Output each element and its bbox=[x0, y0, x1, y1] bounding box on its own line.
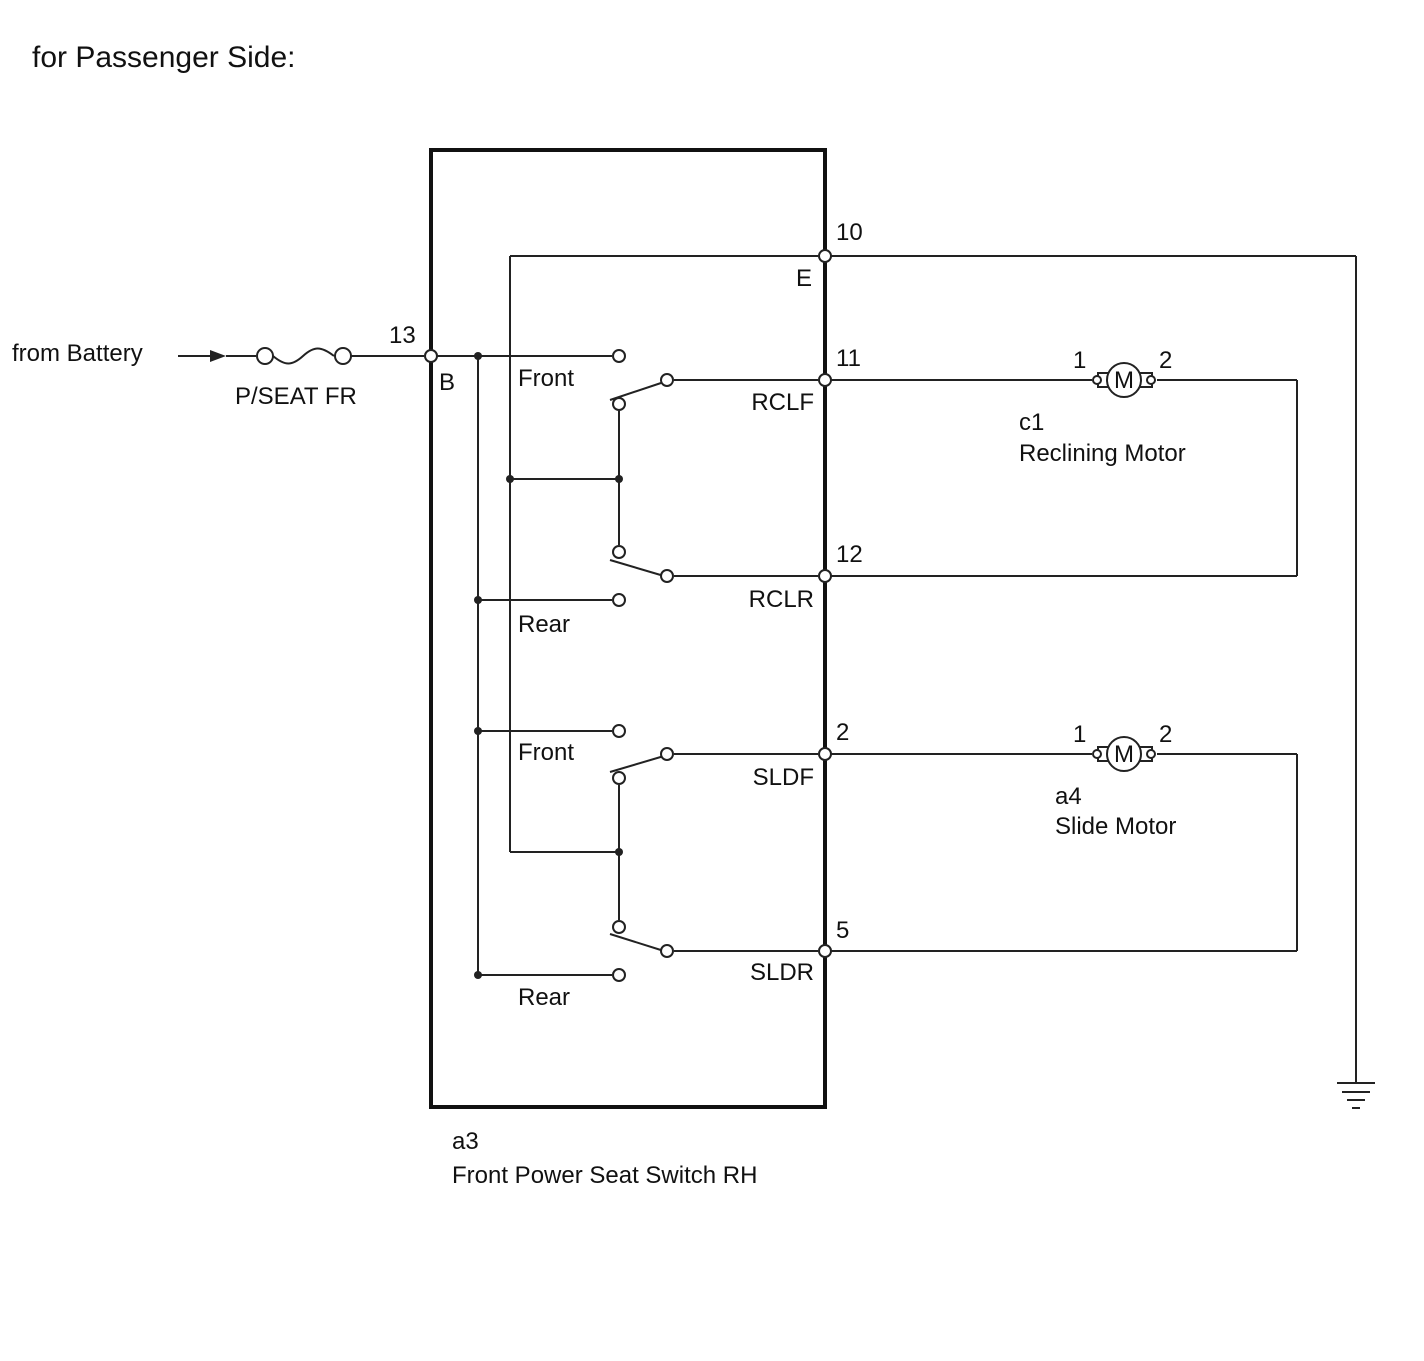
connector-terminal bbox=[818, 249, 832, 263]
junction-dot bbox=[474, 596, 482, 604]
slide-rear-label: Rear bbox=[518, 984, 570, 1011]
pin-rclr-name: RCLR bbox=[749, 586, 814, 613]
fuse-label: P/SEAT FR bbox=[235, 383, 357, 410]
pin-b-number: 13 bbox=[389, 322, 416, 349]
pin-e-number: 10 bbox=[836, 219, 863, 246]
slide-motor-code: a4 bbox=[1055, 783, 1082, 810]
slide-motor-pin2: 2 bbox=[1159, 721, 1172, 748]
switch-blade bbox=[609, 559, 665, 577]
contact-terminal bbox=[612, 724, 626, 738]
recline-motor-name: Reclining Motor bbox=[1019, 440, 1186, 467]
contact-terminal bbox=[612, 349, 626, 363]
junction-dot bbox=[474, 971, 482, 979]
pin-sldf-number: 2 bbox=[836, 719, 849, 746]
switch-box bbox=[429, 148, 827, 1109]
slide-motor-icon: M bbox=[1092, 736, 1156, 772]
contact-terminal bbox=[612, 593, 626, 607]
contact-terminal bbox=[612, 397, 626, 411]
arrow-right-icon bbox=[178, 350, 226, 362]
recline-motor-pin1: 1 bbox=[1073, 347, 1086, 374]
junction-dot bbox=[474, 352, 482, 360]
contact-terminal bbox=[612, 920, 626, 934]
switch-code: a3 bbox=[452, 1128, 479, 1155]
pin-rclr-number: 12 bbox=[836, 541, 863, 568]
connector-terminal bbox=[818, 747, 832, 761]
fuse-icon bbox=[256, 347, 352, 365]
contact-terminal bbox=[660, 944, 674, 958]
contact-terminal bbox=[660, 373, 674, 387]
contact-terminal bbox=[660, 747, 674, 761]
junction-dot bbox=[506, 475, 514, 483]
pin-b-name: B bbox=[439, 369, 455, 396]
switch-blade bbox=[609, 755, 665, 773]
page-title: for Passenger Side: bbox=[32, 41, 295, 74]
recline-front-label: Front bbox=[518, 365, 574, 392]
connector-terminal bbox=[818, 569, 832, 583]
contact-terminal bbox=[612, 968, 626, 982]
recline-motor-pin2: 2 bbox=[1159, 347, 1172, 374]
contact-terminal bbox=[660, 569, 674, 583]
reclining-motor-icon: M bbox=[1092, 362, 1156, 398]
recline-rear-label: Rear bbox=[518, 611, 570, 638]
ground-icon bbox=[1337, 1082, 1375, 1109]
switch-blade bbox=[609, 933, 665, 952]
slide-motor-pin1: 1 bbox=[1073, 721, 1086, 748]
motor-symbol: M bbox=[1114, 741, 1134, 768]
connector-terminal bbox=[818, 944, 832, 958]
slide-motor-name: Slide Motor bbox=[1055, 813, 1176, 840]
pin-e-name: E bbox=[796, 265, 812, 292]
connector-terminal bbox=[818, 373, 832, 387]
pin-sldr-name: SLDR bbox=[750, 959, 814, 986]
slide-front-label: Front bbox=[518, 739, 574, 766]
contact-terminal bbox=[612, 771, 626, 785]
motor-symbol: M bbox=[1114, 367, 1134, 394]
recline-motor-code: c1 bbox=[1019, 409, 1044, 436]
connector-terminal bbox=[424, 349, 438, 363]
switch-name: Front Power Seat Switch RH bbox=[452, 1162, 757, 1189]
battery-label: from Battery bbox=[12, 340, 143, 367]
junction-dot bbox=[474, 727, 482, 735]
contact-terminal bbox=[612, 545, 626, 559]
pin-sldf-name: SLDF bbox=[753, 764, 814, 791]
pin-rclf-number: 11 bbox=[836, 345, 861, 372]
pin-rclf-name: RCLF bbox=[751, 389, 814, 416]
pin-sldr-number: 5 bbox=[836, 917, 849, 944]
